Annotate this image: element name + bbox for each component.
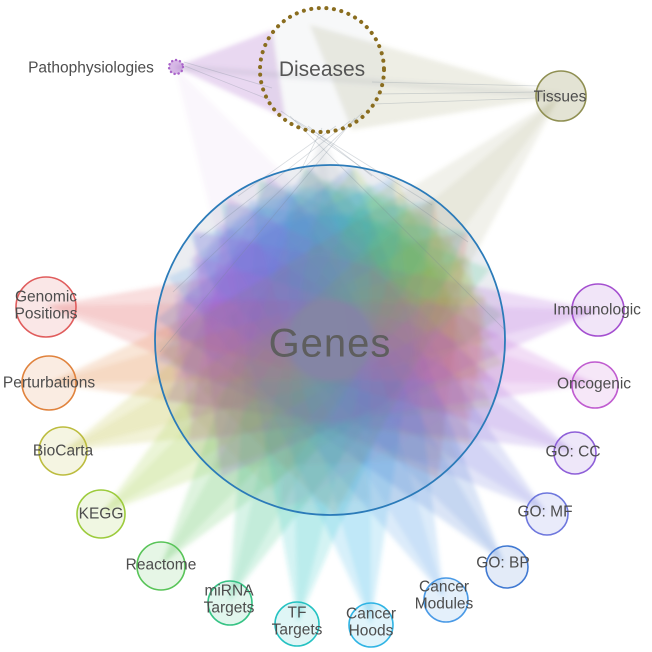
fan-pathophysiologies-genes [175, 67, 499, 509]
node-go-cc[interactable] [553, 431, 597, 475]
node-pathophysiologies[interactable] [167, 58, 185, 76]
node-cancer-modules[interactable] [423, 577, 469, 623]
node-go-bp[interactable] [485, 545, 529, 589]
node-perturbations[interactable] [21, 355, 77, 411]
web-thread [375, 91, 538, 95]
web-thread [199, 120, 351, 239]
node-kegg[interactable] [76, 489, 126, 539]
node-mirna-targets[interactable] [207, 580, 253, 626]
node-oncogenic[interactable] [571, 361, 619, 409]
fan-pathophysiologies-tissues [175, 64, 560, 99]
node-biocarta[interactable] [38, 426, 88, 476]
node-immunologic[interactable] [571, 283, 625, 337]
node-go-mf[interactable] [525, 492, 569, 536]
edge-fans [46, 25, 598, 624]
web-thread [371, 81, 541, 87]
web-thread [289, 115, 506, 331]
node-reactome[interactable] [136, 541, 186, 591]
node-genomic-positions[interactable] [15, 276, 77, 338]
web-thread [183, 61, 273, 89]
web-thread [159, 117, 356, 353]
web-thread [373, 97, 537, 105]
web-thread [172, 112, 363, 293]
node-tissues[interactable] [535, 70, 587, 122]
node-genes[interactable] [154, 164, 506, 516]
node-diseases[interactable] [258, 6, 386, 134]
disease-web-threads [159, 61, 541, 353]
web-thread [294, 119, 433, 206]
node-cancer-hoods[interactable] [348, 602, 394, 648]
web-thread [299, 127, 323, 173]
node-tf-targets[interactable] [274, 601, 320, 647]
web-thread [237, 125, 337, 197]
web-thread [184, 65, 271, 101]
